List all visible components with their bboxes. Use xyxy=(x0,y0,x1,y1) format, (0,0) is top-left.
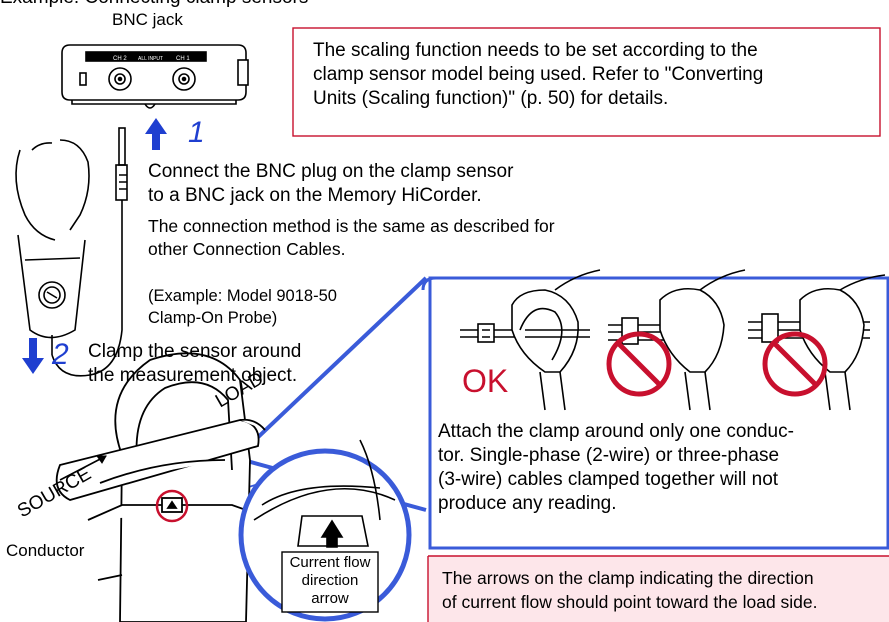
arrow-caption-line: direction xyxy=(301,572,359,589)
step2-line: Clamp the sensor around xyxy=(88,341,302,362)
attach-note-line: (3-wire) cables clamped together will no… xyxy=(438,469,779,490)
step1-arrow xyxy=(145,118,167,150)
scaling-note-line: The scaling function needs to be set acc… xyxy=(313,40,758,61)
step1-subtext: The connection method is the same as des… xyxy=(148,215,555,261)
scaling-note-line: clamp sensor model being used. Refer to … xyxy=(313,64,764,85)
arrow-caption-line: Current flow xyxy=(289,554,371,571)
step1-text: Connect the BNC plug on the clamp sensor… xyxy=(148,160,513,208)
bnc-jack-label: BNC jack xyxy=(112,10,183,29)
scaling-note: The scaling function needs to be set acc… xyxy=(313,39,873,111)
clamp-probe xyxy=(15,127,128,377)
scaling-note-line: Units (Scaling function)" (p. 50) for de… xyxy=(313,88,669,109)
arrow-highlight xyxy=(155,489,189,523)
all-input-label: ALL INPUT xyxy=(138,56,163,62)
step1-subline: other Connection Cables. xyxy=(148,239,346,259)
step2-number: 2 xyxy=(52,338,69,371)
arrow-caption-line: arrow xyxy=(311,590,349,607)
conductor-label: Conductor xyxy=(6,541,85,560)
step1-line: to a BNC jack on the Memory HiCorder. xyxy=(148,185,482,206)
clamp-on-conductor xyxy=(55,352,266,622)
direction-note-line: The arrows on the clamp indicating the d… xyxy=(442,568,814,588)
example-line: Clamp-On Probe) xyxy=(148,309,278,327)
scaling-note-box xyxy=(292,27,881,137)
step1-subline: The connection method is the same as des… xyxy=(148,216,555,236)
two-wire-example xyxy=(608,269,746,411)
ok-clamp-example xyxy=(460,269,601,411)
ok-label: OK xyxy=(462,363,508,399)
three-wire-example xyxy=(748,274,886,411)
prohibited-icon-2 xyxy=(762,331,828,397)
example-caption: (Example: Model 9018-50 Clamp-On Probe) xyxy=(148,285,337,329)
direction-note: The arrows on the clamp indicating the d… xyxy=(442,566,818,614)
step2-line: the measurement object. xyxy=(88,365,298,386)
step1-line: Connect the BNC plug on the clamp sensor xyxy=(148,161,514,182)
ch2-label: CH 2 xyxy=(113,56,127,62)
single-conductor-panel xyxy=(428,276,889,550)
source-arrow xyxy=(59,455,107,481)
example-line: (Example: Model 9018-50 xyxy=(148,287,337,305)
ch1-label: CH 1 xyxy=(176,56,190,62)
step2-text: Clamp the sensor around the measurement … xyxy=(88,340,301,388)
attach-note-line: Attach the clamp around only one conduc- xyxy=(438,421,794,442)
direction-note-line: of current flow should point toward the … xyxy=(442,592,818,612)
attach-note: Attach the clamp around only one conduc-… xyxy=(438,420,888,516)
arrow-caption: Current flow direction arrow xyxy=(283,554,377,608)
bnc-jack-panel xyxy=(61,44,249,109)
attach-note-line: produce any reading. xyxy=(438,493,617,514)
prohibited-icon-1 xyxy=(606,331,672,397)
cut-off-heading: Example: Connecting clamp sensors xyxy=(0,0,308,10)
step1-number: 1 xyxy=(188,116,205,149)
step2-arrow xyxy=(22,338,44,374)
direction-note-box xyxy=(428,556,889,622)
zoom-detail xyxy=(253,439,396,548)
attach-note-line: tor. Single-phase (2-wire) or three-phas… xyxy=(438,445,780,466)
